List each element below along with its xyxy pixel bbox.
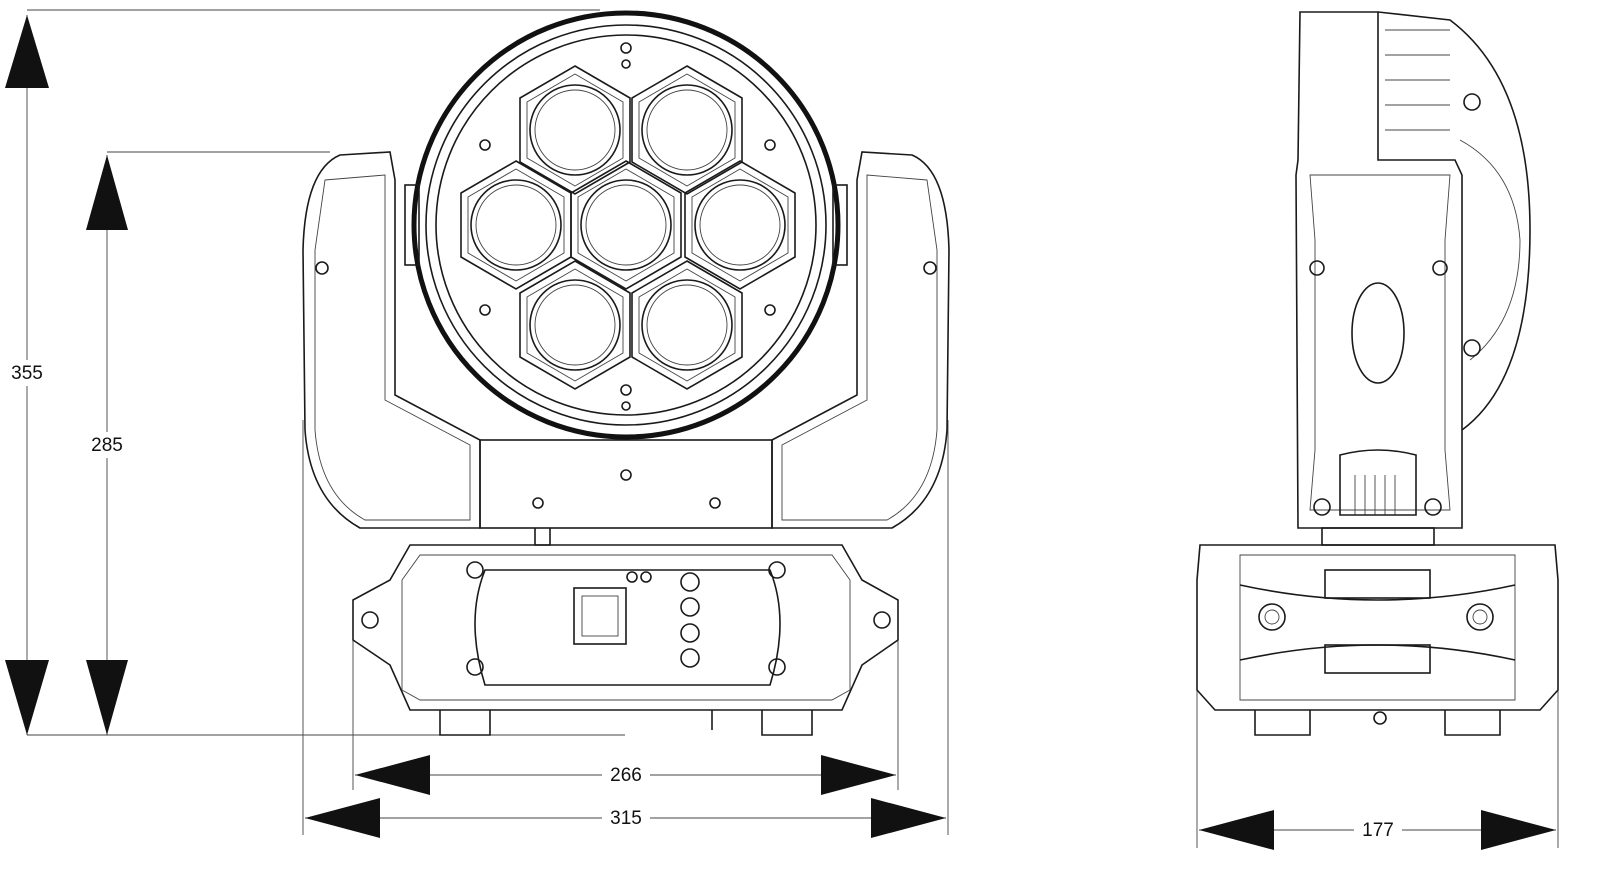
front-base bbox=[352, 544, 899, 711]
dimension-label-285: 285 bbox=[91, 435, 123, 456]
side-view bbox=[1196, 11, 1559, 736]
dimension-label-177: 177 bbox=[1362, 820, 1394, 841]
dimension-355: 355 bbox=[5, 15, 49, 735]
side-fins bbox=[1385, 29, 1450, 131]
display-screen bbox=[573, 587, 627, 645]
led-lens-array bbox=[460, 65, 796, 390]
lens bbox=[529, 84, 621, 176]
dimension-label-355: 355 bbox=[11, 363, 43, 384]
front-view bbox=[302, 10, 950, 736]
dimension-266: 266 bbox=[355, 755, 896, 795]
head-screws bbox=[479, 42, 776, 411]
lens bbox=[641, 84, 733, 176]
dimension-285: 285 bbox=[85, 155, 129, 735]
dimension-label-315: 315 bbox=[610, 808, 642, 829]
lens bbox=[694, 179, 786, 271]
lens bbox=[580, 179, 672, 271]
right-yoke-arm bbox=[771, 151, 950, 529]
lens bbox=[529, 279, 621, 371]
left-yoke-arm bbox=[302, 151, 481, 529]
control-buttons bbox=[680, 572, 700, 668]
side-base bbox=[1196, 544, 1559, 711]
side-head-body bbox=[1295, 11, 1463, 529]
dimension-label-266: 266 bbox=[610, 765, 642, 786]
dimension-177: 177 bbox=[1199, 810, 1556, 850]
lens bbox=[470, 179, 562, 271]
dimension-315: 315 bbox=[305, 798, 946, 838]
head-outer-ring bbox=[411, 10, 841, 440]
lens bbox=[641, 279, 733, 371]
base-screws bbox=[466, 561, 786, 676]
